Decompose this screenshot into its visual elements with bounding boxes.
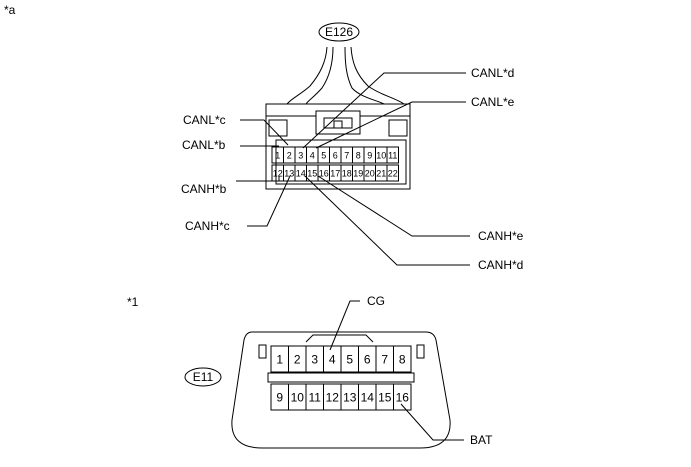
e126-latch (315, 110, 361, 135)
e126-pin-number: 21 (376, 168, 386, 178)
e126-pin-number: 7 (344, 150, 349, 160)
e126-pin-number: 11 (388, 150, 397, 160)
e126-tag-oval (318, 22, 360, 42)
e126-pin-number: 19 (353, 168, 363, 178)
callout-cg: CG (367, 294, 385, 308)
e126-pin-number: 20 (365, 168, 375, 178)
e11-pin-number: 14 (361, 391, 375, 405)
e126-pin-number: 12 (273, 168, 283, 178)
e11-right-tab (416, 344, 425, 359)
e126-pin-number: 3 (298, 150, 303, 160)
e11-pin-cell (393, 345, 412, 373)
e11-pin-number: 11 (309, 391, 322, 405)
e126-pin-number: 18 (342, 168, 352, 178)
e126-tag: E126 (325, 25, 353, 39)
callout-canl-e: CANL*e (471, 95, 515, 109)
callout-canh-b: CANH*b (181, 182, 227, 196)
corner-label: *a (4, 3, 16, 17)
e11-pin-number: 12 (326, 391, 340, 405)
callout-canl-b: CANL*b (182, 138, 226, 152)
e11-marker: *1 (127, 295, 139, 309)
e126-pin-number: 6 (333, 150, 338, 160)
e126-pin-number: 13 (284, 168, 294, 178)
e11-pin-number: 4 (329, 353, 336, 367)
e11-pin-number: 9 (276, 391, 283, 405)
e11-pin-number: 1 (276, 353, 283, 367)
e126-pin-number: 15 (307, 168, 317, 178)
e126-leader-lines (236, 72, 470, 266)
e126-pin-number: 17 (330, 168, 340, 178)
e126-pin-number: 2 (287, 150, 292, 160)
e11-pin-number: 15 (378, 391, 392, 405)
e126-pin-number: 1 (275, 150, 280, 160)
callout-canh-c: CANH*c (185, 219, 230, 233)
e11-pin-cell (393, 383, 412, 411)
callout-canl-d: CANL*d (471, 66, 514, 80)
e126-pin-number: 22 (388, 168, 398, 178)
e11-center-rib (267, 372, 415, 383)
e11-pin-number: 8 (399, 353, 406, 367)
e11-pin-number: 5 (346, 353, 353, 367)
e11-key-notch (305, 334, 374, 343)
callout-canh-d: CANH*d (478, 258, 523, 272)
e126-pin-number: 16 (319, 168, 329, 178)
callout-canh-e: CANH*e (478, 229, 524, 243)
e126-pin-number: 5 (321, 150, 326, 160)
e11-pin-number: 10 (291, 391, 305, 405)
e11-pin-number: 2 (294, 353, 301, 367)
e126-pin-cell (386, 146, 399, 164)
e11-pin-number: 6 (364, 353, 371, 367)
e126-pin-number: 9 (367, 150, 372, 160)
e11-pin-number: 13 (343, 391, 357, 405)
e11-outer-shell (231, 331, 451, 449)
e126-pin-number: 14 (296, 168, 306, 178)
e126-pin-number: 10 (376, 150, 386, 160)
e126-pin-number: 4 (310, 150, 315, 160)
callout-bat: BAT (470, 433, 493, 447)
callout-canl-c: CANL*c (183, 113, 226, 127)
e126-terminal-block (275, 139, 407, 185)
e11-pin-number: 16 (396, 391, 410, 405)
e11-tag: E11 (193, 370, 214, 384)
e11-leader-lines (329, 300, 464, 441)
e11-left-tab (258, 344, 267, 359)
e11-tag-oval (184, 367, 222, 387)
e11-pin-number: 7 (381, 353, 388, 367)
e11-pin-number: 3 (311, 353, 318, 367)
e126-pin-number: 8 (356, 150, 361, 160)
e126-harness-wires (286, 46, 405, 105)
e126-pin-cell (386, 164, 399, 182)
